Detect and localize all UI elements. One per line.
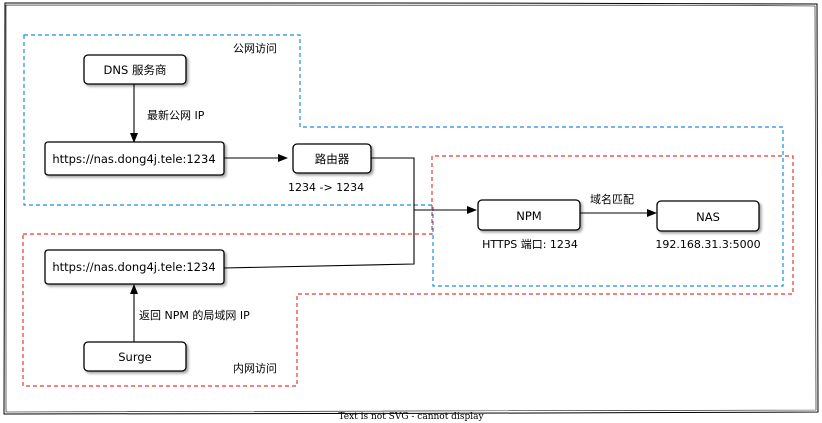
node-nas[interactable]: NAS — [656, 200, 760, 232]
public-region-label: 公网访问 — [233, 42, 277, 55]
lan-region-label: 内网访问 — [233, 361, 277, 375]
nas-ip-annotation: 192.168.31.3:5000 — [655, 238, 760, 251]
node-url-public-label: https://nas.dong4j.tele:1234 — [52, 152, 215, 166]
lan-region-boundary — [22, 155, 794, 387]
public-region: 公网访问 — [23, 34, 784, 287]
node-url-public[interactable]: https://nas.dong4j.tele:1234 — [44, 141, 225, 176]
edge-router-to-npm — [370, 157, 477, 214]
annotations: HTTPS 端口: 1234 192.168.31.3:5000 — [482, 238, 761, 251]
edge-label-router-port: 1234 -> 1234 — [288, 181, 364, 194]
edge-label-npm-to-nas: 域名匹配 — [590, 192, 634, 206]
node-router[interactable]: 路由器 — [292, 143, 372, 174]
node-url-lan[interactable]: https://nas.dong4j.tele:1234 — [44, 249, 225, 285]
svg-fallback-notice: Text is not SVG - cannot display — [338, 412, 484, 422]
lan-region: 内网访问 — [22, 155, 794, 387]
connectors — [130, 83, 657, 342]
node-nas-label: NAS — [696, 210, 720, 224]
edge-labels: 最新公网 IP 1234 -> 1234 域名匹配 返回 NPM 的局域网 IP — [139, 108, 634, 322]
public-region-boundary — [23, 34, 784, 287]
node-surge[interactable]: Surge — [83, 341, 187, 372]
node-surge-label: Surge — [118, 350, 152, 364]
node-npm-label: NPM — [516, 209, 541, 223]
edge-label-surge-to-url: 返回 NPM 的局域网 IP — [139, 308, 250, 322]
edge-label-dns-to-url: 最新公网 IP — [147, 108, 205, 122]
edge-lanurl-to-npm — [223, 210, 415, 269]
outer-frame — [3, 2, 819, 415]
node-dns-label: DNS 服务商 — [104, 63, 167, 77]
node-npm[interactable]: NPM — [477, 199, 581, 231]
node-dns[interactable]: DNS 服务商 — [83, 54, 187, 85]
npm-port-annotation: HTTPS 端口: 1234 — [482, 238, 578, 251]
node-url-lan-label: https://nas.dong4j.tele:1234 — [52, 260, 215, 274]
node-router-label: 路由器 — [315, 152, 350, 166]
